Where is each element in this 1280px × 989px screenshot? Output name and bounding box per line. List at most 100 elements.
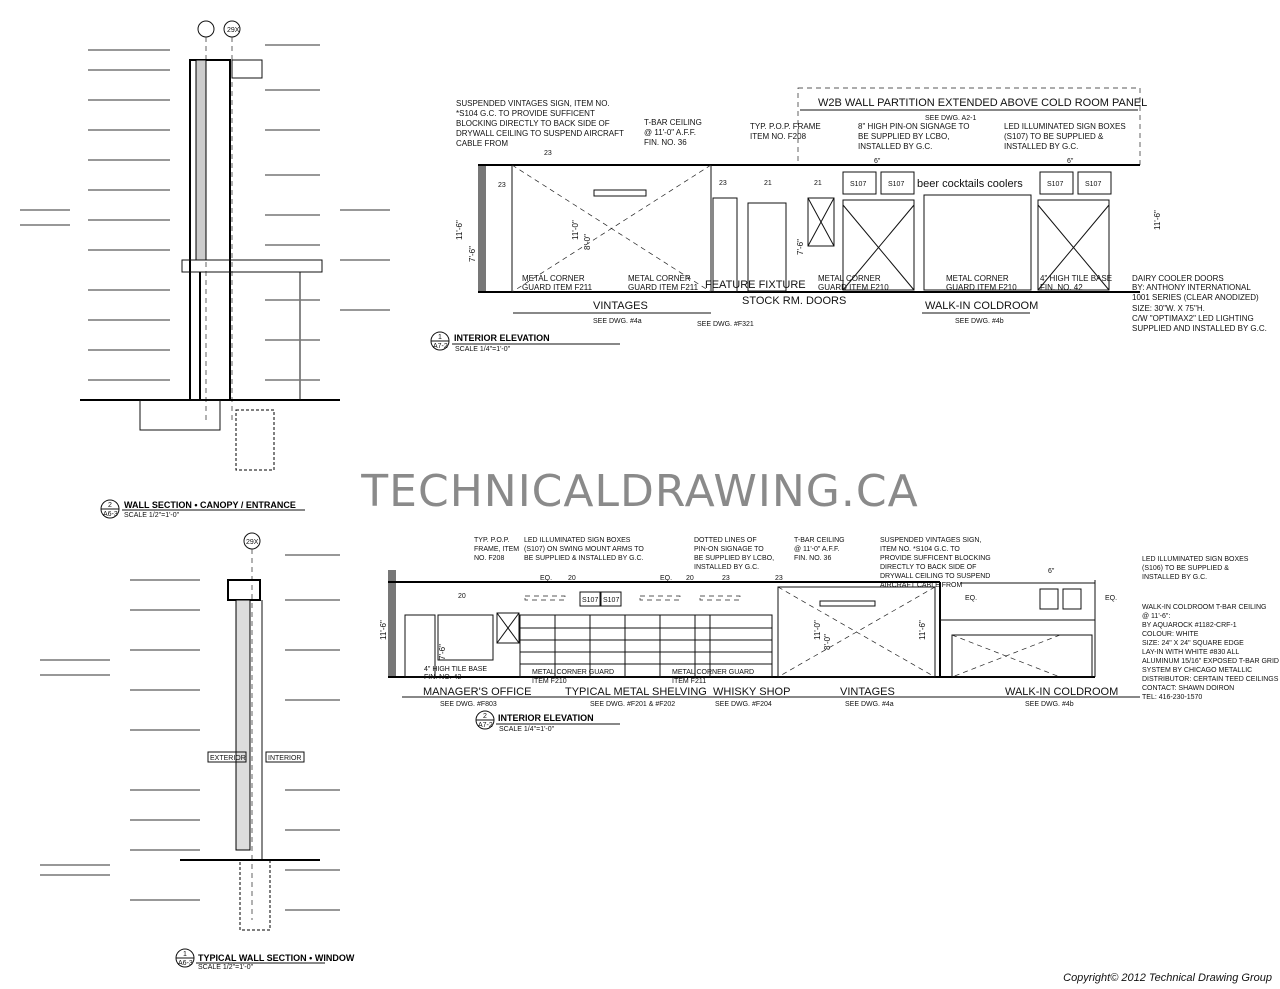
detail-scale: SCALE 1/4"=1'-0" [499, 726, 555, 733]
svg-text:WALK-IN COLDROOM T-BAR CEILING: WALK-IN COLDROOM T-BAR CEILING [1142, 604, 1266, 611]
svg-text:SUSPENDED VINTAGES SIGN, ITEM: SUSPENDED VINTAGES SIGN, ITEM NO. [456, 99, 610, 108]
wall-section-entrance: 29X 2 A6-3 WALL SECTION • CANOPY / ENTRA… [20, 20, 390, 519]
svg-text:SUSPENDED VINTAGES SIGN,: SUSPENDED VINTAGES SIGN, [880, 537, 981, 544]
dimension: 7'-6" [796, 239, 805, 255]
dimension: EQ. [1105, 595, 1117, 602]
wall-section-window: 29X EXTERIOR INTERIOR 1 A6-3 TYPICAL WAL… [40, 532, 355, 971]
svg-text:LED ILLUMINATED SIGN BOXES: LED ILLUMINATED SIGN BOXES [524, 537, 631, 544]
svg-text:ITEM NO. *S104 G.C. TO: ITEM NO. *S104 G.C. TO [880, 546, 960, 553]
svg-text:METAL CORNER: METAL CORNER [522, 274, 585, 283]
dimension: 7'-6" [468, 246, 477, 262]
zone-ref: SEE DWG. #F201 & #F202 [590, 701, 675, 708]
svg-text:BE SUPPLIED & INSTALLED BY G.C: BE SUPPLIED & INSTALLED BY G.C. [524, 555, 644, 562]
svg-text:CABLE FROM: CABLE FROM [456, 139, 508, 148]
detail-number: 1 [438, 334, 442, 341]
svg-text:1001 SERIES (CLEAR ANODIZED): 1001 SERIES (CLEAR ANODIZED) [1132, 293, 1259, 302]
dimension: 8'-0" [583, 234, 592, 250]
detail-title: INTERIOR ELEVATION [454, 333, 550, 343]
svg-text:(S107) TO BE SUPPLIED &: (S107) TO BE SUPPLIED & [1004, 132, 1104, 141]
elevation1-bottom-notes: METAL CORNER GUARD ITEM F211 METAL CORNE… [522, 274, 1267, 333]
svg-text:BE SUPPLIED BY LCBO,: BE SUPPLIED BY LCBO, [694, 555, 774, 562]
svg-text:SIZE: 30"W. X 75"H.: SIZE: 30"W. X 75"H. [1132, 304, 1205, 313]
finish-tag: 21 [764, 180, 772, 187]
svg-text:LED ILLUMINATED SIGN BOXES: LED ILLUMINATED SIGN BOXES [1142, 556, 1249, 563]
dimension: EQ. [660, 575, 672, 582]
banner-ref: SEE DWG. A2-1 [925, 115, 976, 122]
sign-box-label: S107 [888, 181, 904, 188]
svg-text:DRYWALL CEILING TO SUSPEND: DRYWALL CEILING TO SUSPEND [880, 573, 990, 580]
zone-vintages: VINTAGES [840, 686, 895, 698]
detail-scale: SCALE 1/4"=1'-0" [455, 346, 511, 353]
svg-text:@ 11'-0" A.F.F.: @ 11'-0" A.F.F. [794, 546, 839, 553]
zone-feature-fixture: FEATURE FIXTURE [705, 279, 806, 291]
grid-tag: 29X [227, 27, 240, 34]
svg-text:BLOCKING DIRECTLY TO BACK SIDE: BLOCKING DIRECTLY TO BACK SIDE OF [456, 119, 610, 128]
watermark: TECHNICALDRAWING.CA [361, 466, 919, 517]
elevation1-note-3: TYP. P.O.P. FRAME ITEM NO. F208 [750, 122, 821, 141]
svg-text:INSTALLED BY G.C.: INSTALLED BY G.C. [1142, 574, 1207, 581]
dimension: 7'-6" [438, 644, 447, 660]
svg-text:INSTALLED BY G.C.: INSTALLED BY G.C. [858, 142, 932, 151]
svg-text:FIN. NO. 42: FIN. NO. 42 [424, 674, 461, 681]
zone-ref: SEE DWG. #F321 [697, 321, 754, 328]
svg-text:METAL CORNER: METAL CORNER [628, 274, 691, 283]
finish-tag: 23 [719, 180, 727, 187]
dimension: 11'-6" [1153, 210, 1162, 230]
svg-text:DIRECTLY TO BACK SIDE OF: DIRECTLY TO BACK SIDE OF [880, 564, 976, 571]
svg-text:GUARD ITEM F211: GUARD ITEM F211 [628, 283, 699, 292]
dimension: 6" [874, 158, 881, 165]
svg-text:DAIRY COOLER DOORS: DAIRY COOLER DOORS [1132, 274, 1224, 283]
finish-tag: 21 [814, 180, 822, 187]
svg-text:GUARD ITEM F211: GUARD ITEM F211 [522, 283, 593, 292]
finish-tag: 23 [544, 150, 552, 157]
sheet-ref: A7-2 [433, 343, 448, 350]
partition-banner: W2B WALL PARTITION EXTENDED ABOVE COLD R… [818, 97, 1147, 109]
elevation1-note-4: 8" HIGH PIN-ON SIGNAGE TO BE SUPPLIED BY… [858, 122, 969, 151]
sign-box-label: S107 [850, 181, 866, 188]
svg-text:(S107) ON SWING MOUNT ARMS TO: (S107) ON SWING MOUNT ARMS TO [524, 546, 644, 553]
elevation1-note-1: SUSPENDED VINTAGES SIGN, ITEM NO. *S104 … [456, 99, 624, 148]
finish-tag: 23 [498, 182, 506, 189]
dimension: 11'-0" [571, 220, 580, 240]
elevation2-bottom-notes: 4" HIGH TILE BASE FIN. NO. 42 METAL CORN… [424, 666, 754, 685]
sign-box-label: S107 [1085, 181, 1101, 188]
detail-title: INTERIOR ELEVATION [498, 713, 594, 723]
exterior-label: EXTERIOR [210, 755, 246, 762]
svg-text:LAY-IN WITH WHITE #830 ALL: LAY-IN WITH WHITE #830 ALL [1142, 649, 1239, 656]
dimension: 6" [1048, 568, 1055, 575]
svg-text:METAL CORNER: METAL CORNER [946, 274, 1009, 283]
detail-number: 1 [183, 951, 187, 958]
copyright-notice: Copyright© 2012 Technical Drawing Group [1063, 972, 1272, 984]
detail-scale: SCALE 1/2"=1'-0" [124, 512, 180, 519]
zone-ref: SEE DWG. #4b [955, 318, 1004, 325]
svg-text:BY AQUAROCK #1182-CRF-1: BY AQUAROCK #1182-CRF-1 [1142, 622, 1237, 629]
finish-tag: 20 [568, 575, 576, 582]
svg-text:4" HIGH TILE BASE: 4" HIGH TILE BASE [424, 666, 487, 673]
interior-label: INTERIOR [268, 755, 301, 762]
metal-shelving [519, 614, 773, 678]
zone-ref: SEE DWG. #F803 [440, 701, 497, 708]
finish-tag: 23 [722, 575, 730, 582]
detail-scale: SCALE 1/2"=1'-0" [198, 964, 254, 971]
sign-box-label: S107 [582, 597, 598, 604]
pin-on-signage-text: beer cocktails coolers [917, 178, 1023, 190]
svg-text:DRYWALL CEILING TO SUSPEND AIR: DRYWALL CEILING TO SUSPEND AIRCRAFT [456, 129, 624, 138]
svg-text:COLOUR: WHITE: COLOUR: WHITE [1142, 631, 1199, 638]
svg-text:FIN. NO. 42: FIN. NO. 42 [1040, 283, 1083, 292]
svg-text:METAL CORNER: METAL CORNER [818, 274, 881, 283]
svg-text:SIZE: 24" X 24" SQUARE EDGE: SIZE: 24" X 24" SQUARE EDGE [1142, 640, 1244, 647]
svg-text:@ 11'-0" A.F.F.: @ 11'-0" A.F.F. [644, 128, 696, 137]
svg-text:TEL: 416-230-1570: TEL: 416-230-1570 [1142, 694, 1202, 701]
sheet-ref: A7-2 [478, 722, 493, 729]
detail-title: WALL SECTION • CANOPY / ENTRANCE [124, 500, 296, 510]
dimension: 11'-6" [379, 620, 388, 640]
svg-text:METAL CORNER GUARD: METAL CORNER GUARD [532, 669, 614, 676]
dimension: EQ. [965, 595, 977, 602]
svg-text:GUARD ITEM F210: GUARD ITEM F210 [818, 283, 889, 292]
svg-text:T-BAR CEILING: T-BAR CEILING [794, 537, 845, 544]
zone-typical-metal-shelving: TYPICAL METAL SHELVING [565, 686, 707, 698]
svg-text:INSTALLED BY G.C.: INSTALLED BY G.C. [1004, 142, 1078, 151]
svg-text:DISTRIBUTOR: CERTAIN TEED CEIL: DISTRIBUTOR: CERTAIN TEED CEILINGS [1142, 676, 1279, 683]
zone-vintages: VINTAGES [593, 300, 648, 312]
